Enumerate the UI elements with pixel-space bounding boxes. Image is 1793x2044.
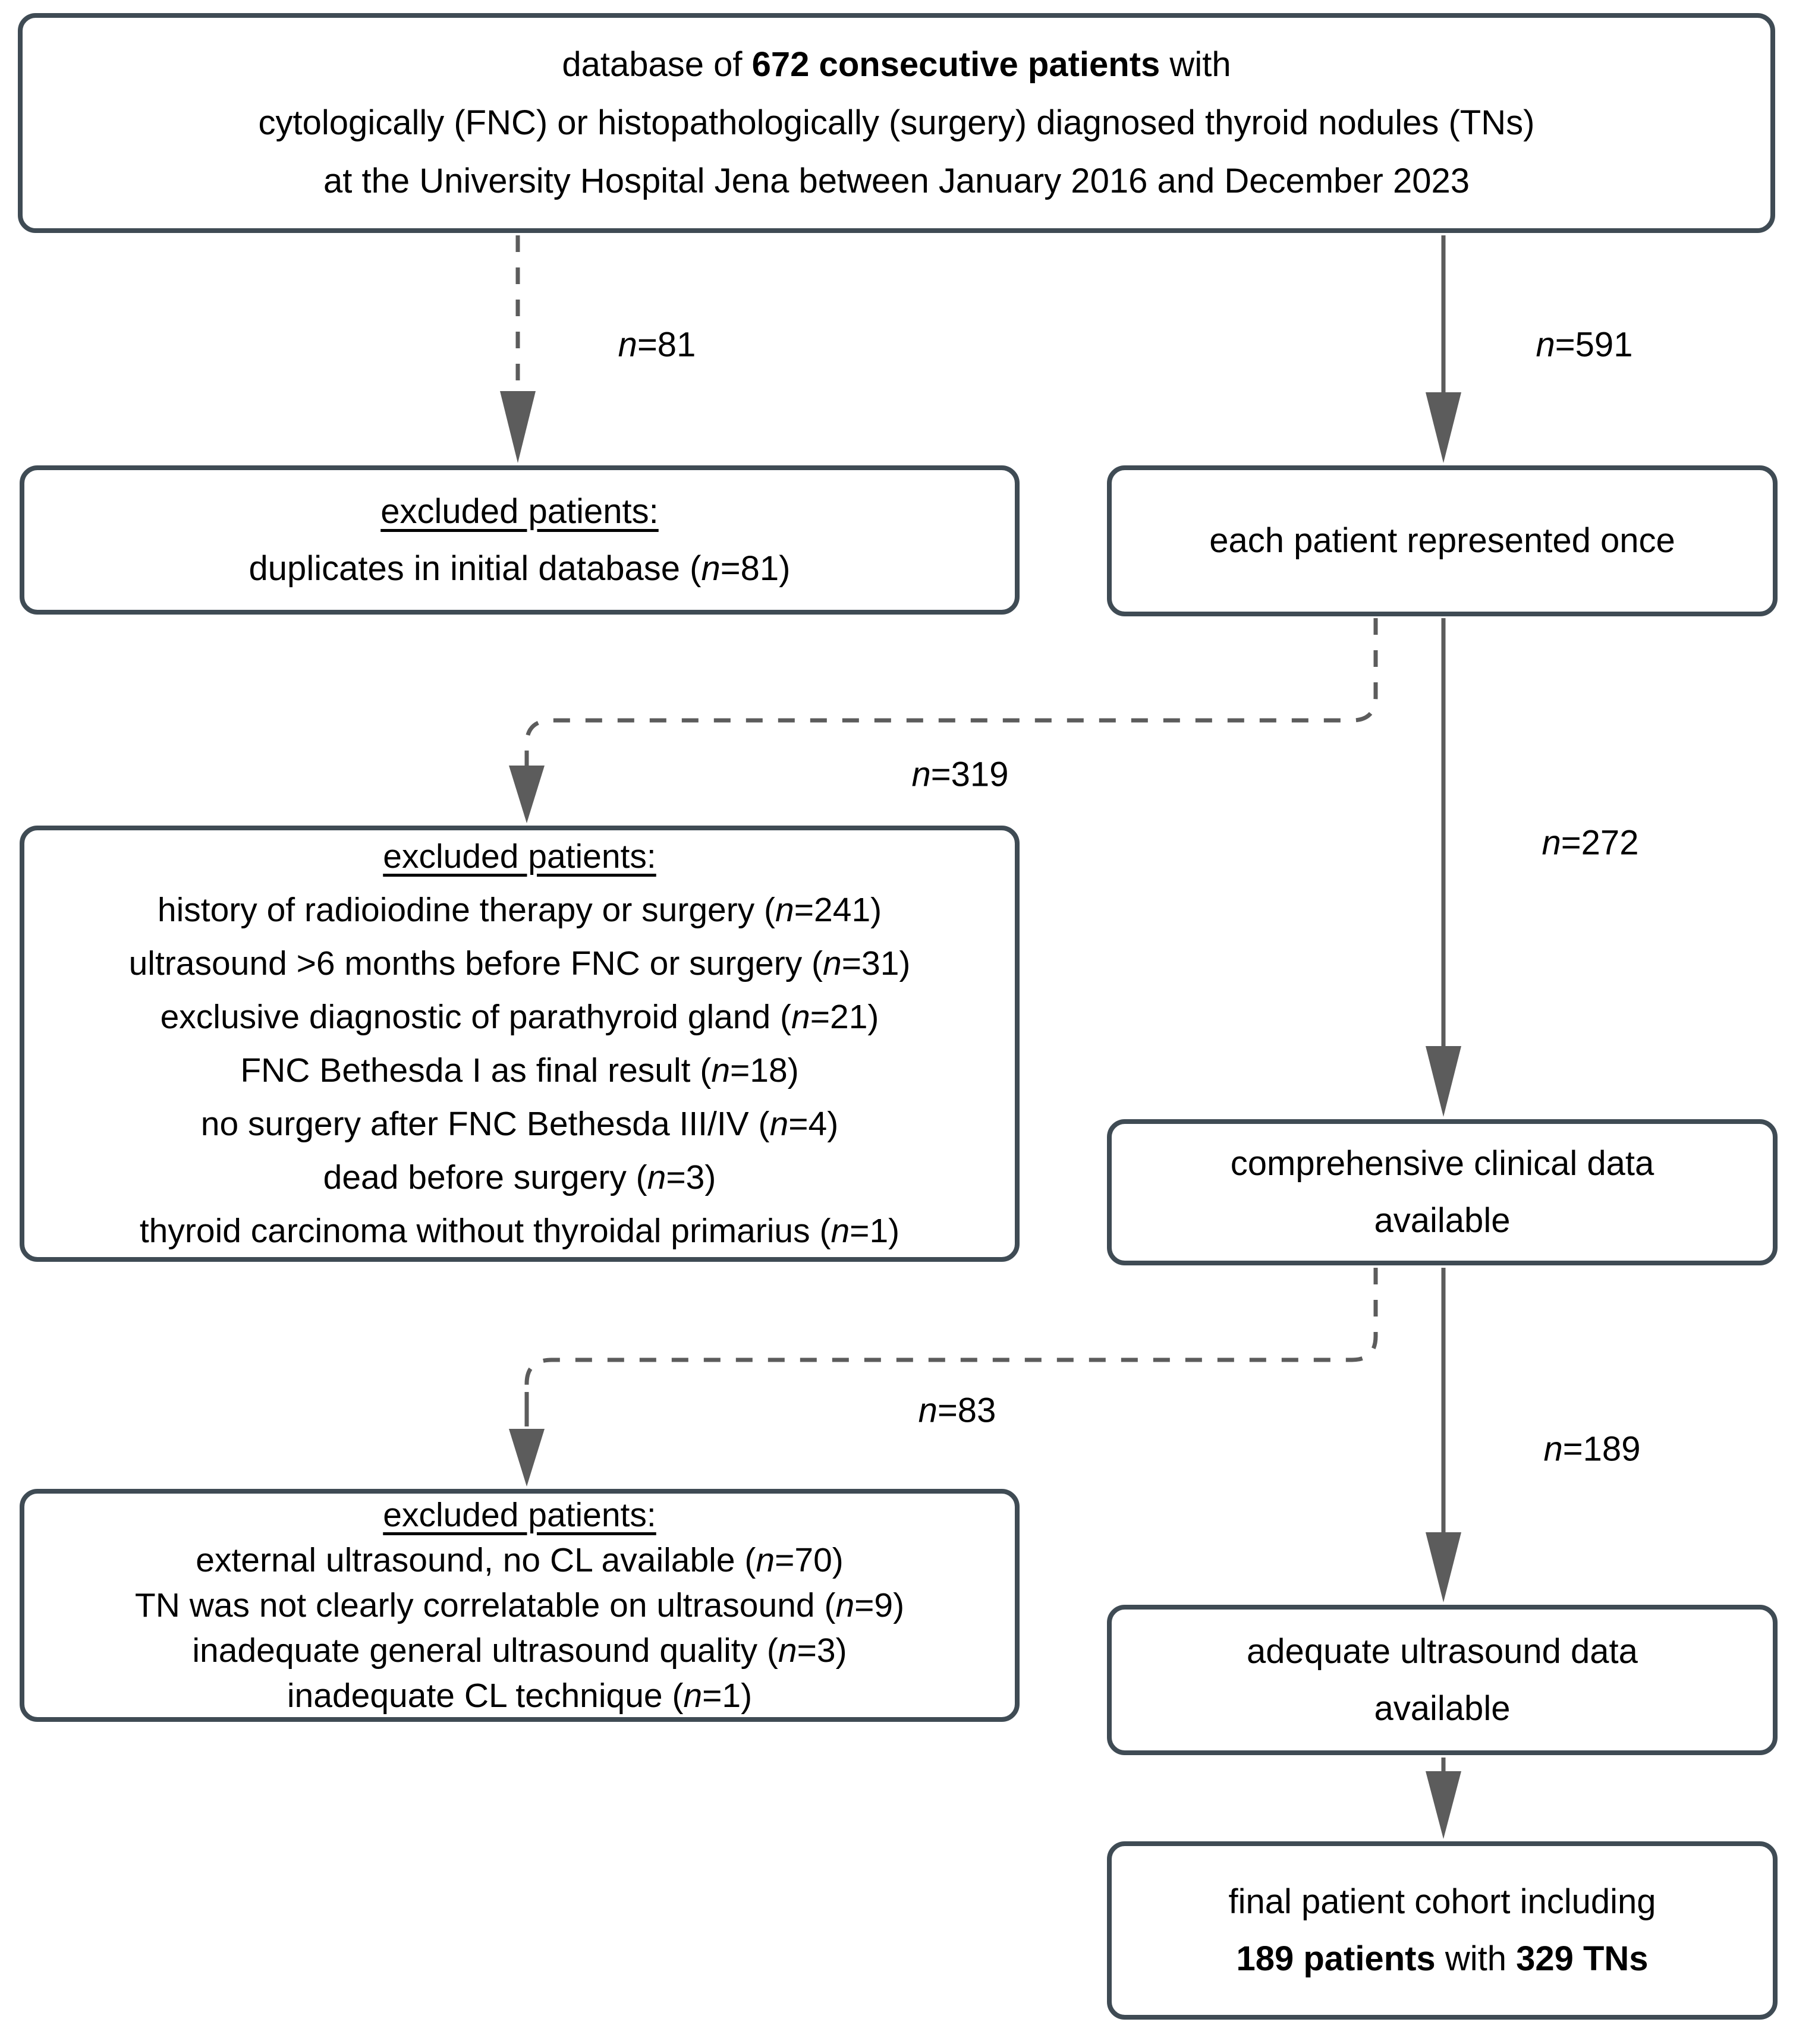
arrow-once-to-excluded-clinical [509, 618, 1378, 823]
box-text-line: external ultrasound, no CL available (n=… [196, 1541, 844, 1579]
box-excluded-ultrasound: excluded patients: external ultrasound, … [20, 1489, 1020, 1722]
box-clinical-data-available: comprehensive clinical data available [1107, 1119, 1778, 1265]
box-text-line: 189 patients with 329 TNs [1236, 1939, 1649, 1978]
box-text-line: adequate ultrasound data [1247, 1632, 1638, 1671]
box-text-line: comprehensive clinical data [1230, 1144, 1654, 1183]
arrow-database-to-each-patient-once [1426, 235, 1461, 463]
box-heading: excluded patients: [383, 837, 656, 875]
box-initial-database: database of 672 consecutive patients wit… [18, 13, 1775, 233]
box-text-line: available [1374, 1201, 1511, 1240]
box-text-line: ultrasound >6 months before FNC or surge… [128, 944, 911, 982]
box-text-line: FNC Bethesda I as final result (n=18) [240, 1051, 799, 1089]
arrow-once-to-clinical-data [1426, 618, 1461, 1117]
box-text-line: inadequate general ultrasound quality (n… [192, 1632, 847, 1670]
edge-label-n81: n=81 [618, 325, 696, 364]
edge-label-n272: n=272 [1542, 823, 1639, 862]
arrow-ultrasound-to-final-cohort [1426, 1758, 1461, 1839]
edge-label-n189: n=189 [1543, 1429, 1641, 1469]
box-text-line: duplicates in initial database (n=81) [248, 549, 791, 588]
box-excluded-clinical: excluded patients: history of radioiodin… [20, 826, 1020, 1262]
box-heading: excluded patients: [383, 1496, 656, 1534]
box-text-line: each patient represented once [1209, 521, 1675, 560]
box-text-line: dead before surgery (n=3) [323, 1158, 716, 1196]
edge-label-n591: n=591 [1536, 325, 1633, 364]
box-text-line: at the University Hospital Jena between … [323, 162, 1470, 200]
box-each-patient-once: each patient represented once [1107, 465, 1778, 616]
edge-label-n83: n=83 [918, 1391, 996, 1430]
box-text-line: inadequate CL technique (n=1) [287, 1677, 753, 1715]
arrow-database-to-excluded-duplicates [500, 235, 536, 463]
box-text-line: database of 672 consecutive patients wit… [562, 45, 1231, 84]
box-text-line: no surgery after FNC Bethesda III/IV (n=… [200, 1105, 839, 1143]
edge-label-n319: n=319 [911, 755, 1009, 794]
box-text-line: cytologically (FNC) or histopathological… [258, 103, 1535, 142]
box-excluded-duplicates: excluded patients: duplicates in initial… [20, 465, 1020, 615]
box-text-line: exclusive diagnostic of parathyroid glan… [160, 998, 879, 1036]
box-text-line: final patient cohort including [1228, 1882, 1656, 1921]
box-ultrasound-data-available: adequate ultrasound data available [1107, 1605, 1778, 1755]
box-text-line: thyroid carcinoma without thyroidal prim… [139, 1212, 900, 1250]
box-final-cohort: final patient cohort including 189 patie… [1107, 1841, 1778, 2020]
box-text-line: TN was not clearly correlatable on ultra… [134, 1586, 905, 1624]
arrow-clinical-to-ultrasound-data [1426, 1268, 1461, 1602]
arrow-clinical-to-excluded-ultrasound [509, 1268, 1378, 1486]
box-text-line: available [1374, 1689, 1511, 1728]
box-text-line: history of radioiodine therapy or surger… [157, 891, 882, 929]
box-heading: excluded patients: [380, 492, 659, 531]
